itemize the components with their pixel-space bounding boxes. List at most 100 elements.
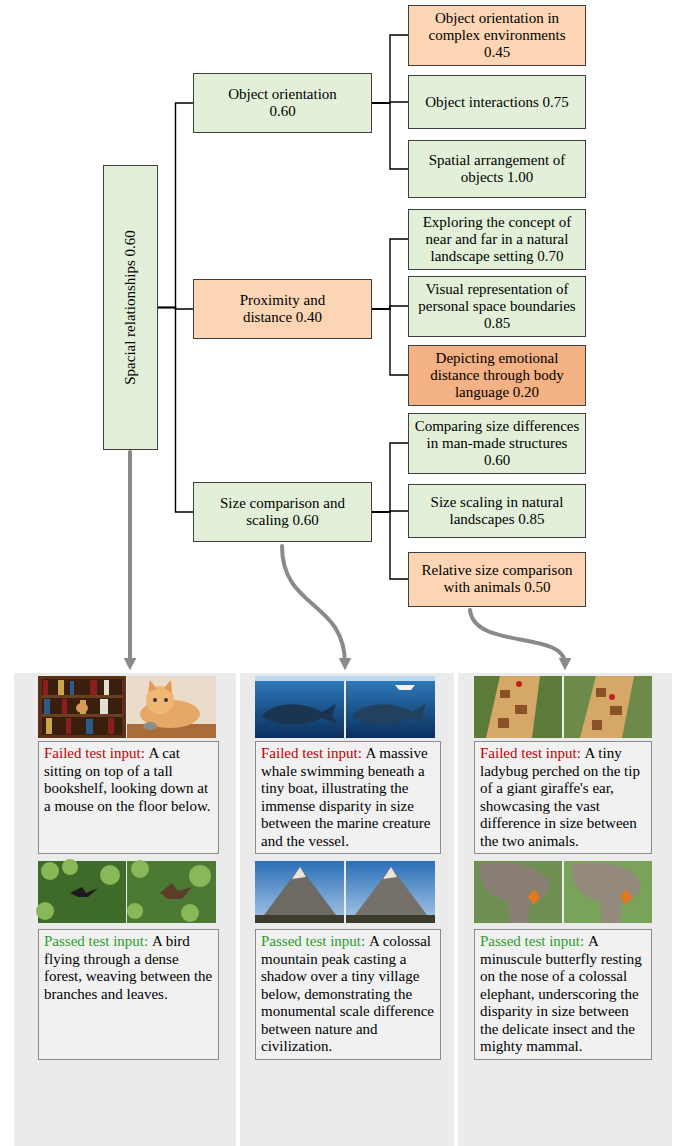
result-label: Failed test input:: [480, 745, 581, 761]
illustration-shape: [262, 704, 338, 725]
node-label: Size scaling in natural landscapes 0.85: [431, 494, 564, 527]
tree-connector: [372, 103, 408, 169]
illustration-shape: [127, 903, 143, 919]
illustration-shape: [42, 679, 122, 735]
illustration-shape: [36, 902, 54, 920]
root-box: Spacial relationships 0.60: [103, 165, 158, 450]
illustration-shape: [528, 889, 540, 905]
illustration-shape: [127, 676, 216, 738]
text-holder: Failed test input:A tiny ladybug perched…: [480, 745, 646, 850]
result-label: Passed test input:: [261, 933, 365, 949]
subcategory-box: Spatial arrangement of objects 1.00: [408, 140, 586, 198]
subcategory-box: Size scaling in natural landscapes 0.85: [408, 484, 586, 538]
illustration-shape: [41, 862, 59, 880]
subcategory-box: Depicting emotional distance through bod…: [408, 345, 586, 406]
subcategory-box: Comparing size differences in man-made s…: [408, 413, 586, 474]
text-holder: Failed test input:A cat sitting on top o…: [44, 745, 213, 815]
node-label: Visual representation of personal space …: [418, 281, 575, 331]
illustration-shape: [164, 698, 168, 702]
illustration-shape: [70, 681, 74, 695]
illustration-shape: [395, 685, 415, 690]
illustration-shape: [346, 676, 435, 738]
illustration-shape: [572, 862, 641, 923]
subcategory-box: Relative size comparison with animals 0.…: [408, 552, 586, 607]
text-holder: Comparing size differences in man-made s…: [414, 418, 580, 469]
test-input-box: Passed test input:A bird flying through …: [38, 929, 219, 1060]
illustration-shape: [282, 546, 345, 664]
node-label: Spacial relationships 0.60: [122, 230, 138, 385]
text-holder: Passed test input:A bird flying through …: [44, 933, 213, 1003]
illustration-shape: [474, 861, 562, 923]
tree-connector: [372, 239, 408, 309]
tree-connector: [158, 308, 193, 513]
subcategory-box: Object orientation in complex environmen…: [408, 5, 586, 66]
text-holder: Failed test input:A massive whale swimmi…: [261, 745, 435, 850]
illustration-shape: [100, 699, 108, 714]
example-panels: [14, 673, 672, 1146]
illustration-shape: [498, 688, 622, 730]
text-holder: Object orientation 0.60: [216, 86, 349, 120]
text-holder: Passed test input:A minuscule butterfly …: [480, 933, 646, 1056]
illustration-shape: [596, 688, 606, 697]
illustration-shape: [255, 676, 435, 681]
node-label: Object interactions 0.75: [425, 94, 569, 110]
tree-connector: [158, 103, 193, 308]
tree-connector: [372, 309, 408, 375]
text-holder: Depicting emotional distance through bod…: [414, 350, 580, 401]
illustration-shape: [143, 722, 157, 730]
test-input-box: Failed test input:A cat sitting on top o…: [38, 741, 219, 854]
text-holder: Spacial relationships 0.60: [103, 165, 158, 450]
illustration-shape: [44, 699, 50, 714]
illustration-shape: [564, 676, 652, 738]
node-label: Spatial arrangement of objects 1.00: [429, 152, 566, 185]
illustration-shape: [470, 610, 565, 664]
node-label: Relative size comparison with animals 0.…: [422, 562, 573, 595]
illustration-shape: [515, 705, 527, 714]
illustration-shape: [181, 904, 199, 922]
illustration-shape: [148, 680, 172, 693]
illustration-shape: [100, 865, 120, 885]
illustration-shape: [255, 676, 344, 738]
text-holder: Size scaling in natural landscapes 0.85: [414, 494, 580, 528]
result-label: Failed test input:: [261, 745, 362, 761]
node-label: Depicting emotional distance through bod…: [430, 350, 563, 400]
illustration-shape: [62, 699, 67, 714]
passed-images: [36, 859, 652, 923]
illustration-shape: [292, 867, 397, 879]
test-input-box: Passed test input:A colossal mountain pe…: [255, 929, 441, 1060]
illustration-shape: [76, 703, 88, 713]
illustration-shape: [153, 698, 157, 702]
illustration-shape: [240, 673, 454, 1146]
category-box: Size comparison and scaling 0.60: [193, 482, 372, 542]
text-holder: Proximity and distance 0.40: [216, 292, 349, 326]
illustration-shape: [480, 862, 549, 923]
text-holder: Relative size comparison with animals 0.…: [414, 562, 580, 596]
text-holder: Passed test input:A colossal mountain pe…: [261, 933, 435, 1056]
illustration-shape: [486, 676, 540, 738]
text-holder: Spatial arrangement of objects 1.00: [414, 152, 580, 186]
illustration-shape: [609, 694, 615, 700]
illustration-shape: [43, 680, 114, 734]
test-input-box: Failed test input:A tiny ladybug perched…: [474, 741, 652, 854]
illustration-shape: [498, 718, 509, 728]
illustration-shape: [90, 680, 97, 695]
illustration-shape: [474, 676, 562, 738]
text-holder: Size comparison and scaling 0.60: [216, 495, 349, 529]
illustration-shape: [564, 861, 652, 923]
illustration-shape: [610, 706, 622, 715]
result-label: Passed test input:: [480, 933, 584, 949]
node-label: Comparing size differences in man-made s…: [415, 418, 580, 468]
tree-connector: [372, 35, 408, 103]
category-box: Proximity and distance 0.40: [193, 279, 372, 339]
test-input-box: Failed test input:A massive whale swimmi…: [255, 741, 441, 854]
node-label: Object orientation in complex environmen…: [428, 10, 565, 60]
prompt-text: A minuscule butterfly resting on the nos…: [480, 933, 642, 1054]
illustration-shape: [108, 718, 114, 734]
illustration-shape: [42, 695, 122, 698]
illustration-shape: [36, 859, 211, 922]
node-label: Exploring the concept of near and far in…: [423, 214, 572, 264]
illustration-shape: [160, 883, 192, 899]
illustration-shape: [70, 887, 98, 897]
illustration-shape: [516, 681, 522, 687]
